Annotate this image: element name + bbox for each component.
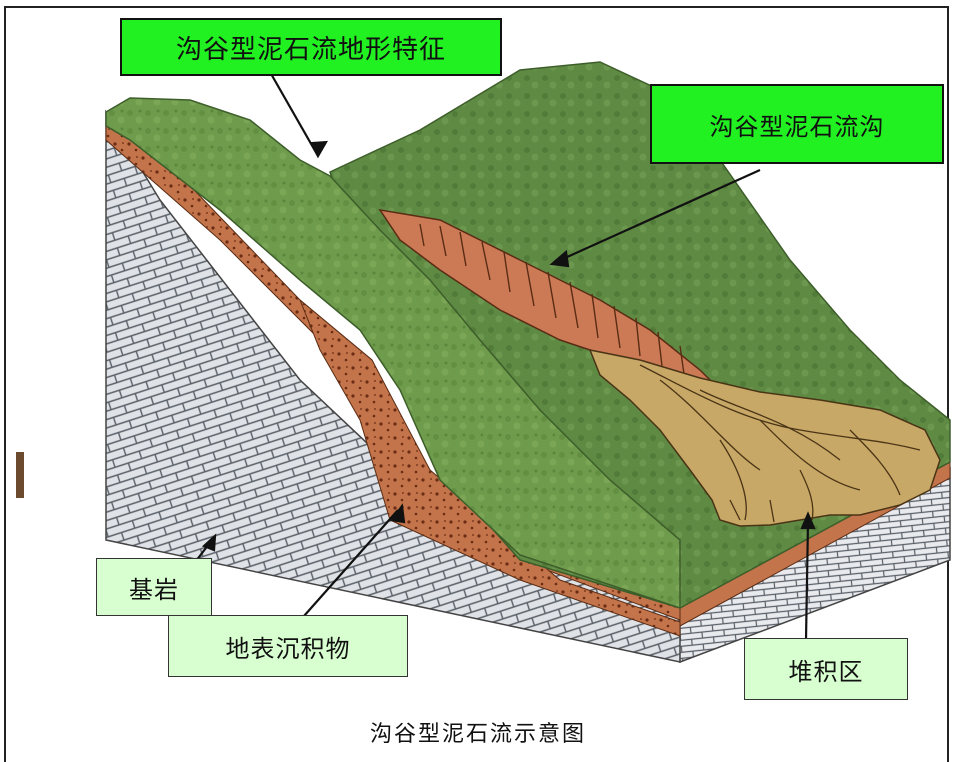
- left-ridge: [105, 97, 681, 610]
- edge-mark: [16, 452, 24, 498]
- surface-deposit-wedge: [299, 299, 681, 637]
- arrow-gully: [555, 168, 761, 264]
- label-topographic-features: 沟谷型泥石流地形特征: [120, 18, 502, 76]
- label-bedrock: 基岩: [96, 558, 212, 616]
- figure-caption: 沟谷型泥石流示意图: [369, 722, 586, 747]
- label-surface-deposits: 地表沉积物: [168, 615, 408, 677]
- arrow-deposits: [303, 509, 399, 617]
- arrow-topography: [269, 71, 319, 157]
- gully-hatching: [419, 223, 685, 375]
- arrow-accumulation: [804, 521, 810, 641]
- label-gully: 沟谷型泥石流沟: [650, 84, 944, 164]
- fan-channels: [639, 364, 921, 523]
- figure-frame: [4, 6, 949, 762]
- label-accumulation-zone: 堆积区: [744, 638, 908, 700]
